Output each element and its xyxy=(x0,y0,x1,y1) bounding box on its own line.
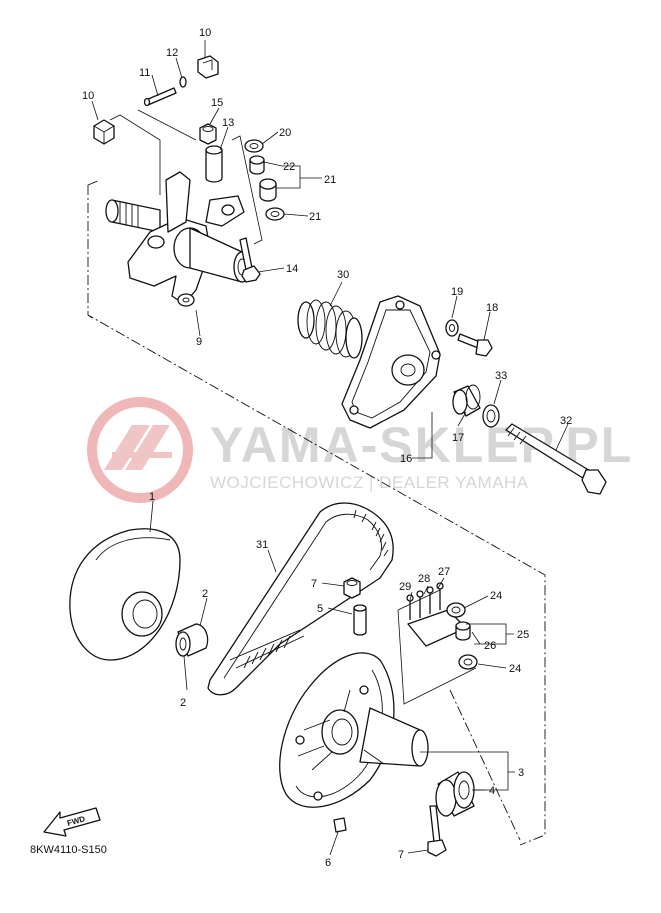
callout-14: 13 xyxy=(222,117,234,129)
callout-8: 7 xyxy=(311,578,317,590)
part-22-roller xyxy=(259,178,277,202)
guide-line-lower xyxy=(449,689,521,841)
part-19-bolt xyxy=(457,333,493,357)
assembly-boundary xyxy=(87,179,546,846)
callout-28: 28 xyxy=(418,573,430,585)
part-16-nut xyxy=(199,123,217,145)
callout-10: 10 xyxy=(82,90,94,102)
part-33-washer xyxy=(482,404,500,428)
callout-3: 3 xyxy=(518,767,524,779)
callout-11: 10 xyxy=(199,27,211,39)
part-23-roller xyxy=(249,155,265,175)
callout-20: 19 xyxy=(451,286,463,298)
callout-29: 29 xyxy=(399,581,411,593)
callout-4: 4 xyxy=(489,785,495,797)
part-3-moveable-sheave xyxy=(279,652,429,808)
callout-17: 16 xyxy=(400,453,412,465)
part-12-pin xyxy=(143,87,177,107)
part-21-washer-top xyxy=(244,139,264,153)
callout-16: 15 xyxy=(211,97,223,109)
bracket-line-3 xyxy=(397,589,477,705)
part-31-belt xyxy=(207,502,394,696)
part-18-bushing xyxy=(452,384,481,417)
callout-13: 12 xyxy=(166,47,178,59)
part-1-sheave xyxy=(69,528,181,661)
callout-15: 14 xyxy=(286,263,298,275)
callout-5: 5 xyxy=(317,603,323,615)
part-21-washer-bottom xyxy=(265,207,285,221)
part-24-washer-bottom xyxy=(458,654,478,670)
callout-26: 26 xyxy=(484,640,496,652)
callout-21-bottom: 21 xyxy=(309,211,321,223)
part-20-washer xyxy=(445,319,459,337)
callout-18: 17 xyxy=(452,432,464,444)
callout-6: 6 xyxy=(325,857,331,869)
part-24-washer-top xyxy=(446,602,466,618)
bracket-line xyxy=(109,109,197,195)
part-5-pin xyxy=(353,604,367,636)
callout-2-top: 2 xyxy=(202,588,208,600)
fwd-arrow-icon: FWD xyxy=(43,807,101,837)
callout-12: 11 xyxy=(139,67,150,79)
bracket-line-2 xyxy=(231,135,263,245)
callout-2-bottom: 2 xyxy=(180,697,186,709)
watermark-subtitle: WOJCIECHOWICZ | DEALER YAMAHA xyxy=(210,473,529,492)
callout-24-top: 24 xyxy=(490,590,502,602)
part-11-clip xyxy=(197,55,219,79)
watermark: YAMA-SKLEP.PL WOJCIECHOWICZ | DEALER YAM… xyxy=(87,397,631,503)
part-15-bolt xyxy=(239,237,261,283)
diagram-code: 8KW4110-S150 xyxy=(30,844,107,856)
part-17-cover xyxy=(341,295,441,429)
callout-21-top: 20 xyxy=(279,127,291,139)
part-8-nut xyxy=(343,577,361,599)
part-13-ring xyxy=(179,76,187,88)
leader-lines xyxy=(91,40,569,856)
callouts: 10 12 11 10 15 13 20 22 21 21 14 30 9 19… xyxy=(82,27,572,869)
callout-31: 31 xyxy=(256,539,268,551)
callout-1: 1 xyxy=(149,491,155,503)
callout-22: 21 xyxy=(324,174,336,186)
part-32-long-bolt xyxy=(505,423,607,495)
callout-25: 25 xyxy=(517,629,529,641)
callout-33: 33 xyxy=(495,370,507,382)
watermark-logo xyxy=(87,397,193,503)
part-14-sleeve xyxy=(205,145,223,183)
callout-24-bottom: 24 xyxy=(509,663,521,675)
part-9-spider xyxy=(105,171,251,307)
callout-32: 32 xyxy=(560,415,572,427)
callout-23: 22 xyxy=(283,161,295,173)
callout-7: 7 xyxy=(398,849,404,861)
part-4-bearing xyxy=(435,771,475,817)
part-2-bushing xyxy=(175,623,209,657)
callout-9: 9 xyxy=(196,336,202,348)
callout-30: 30 xyxy=(337,269,349,281)
callout-27: 27 xyxy=(438,566,450,578)
part-26-roller xyxy=(455,621,471,641)
part-10-block xyxy=(93,119,115,145)
part-30-spring xyxy=(297,299,363,359)
part-6-pin xyxy=(333,817,347,833)
callout-19: 18 xyxy=(486,302,498,314)
